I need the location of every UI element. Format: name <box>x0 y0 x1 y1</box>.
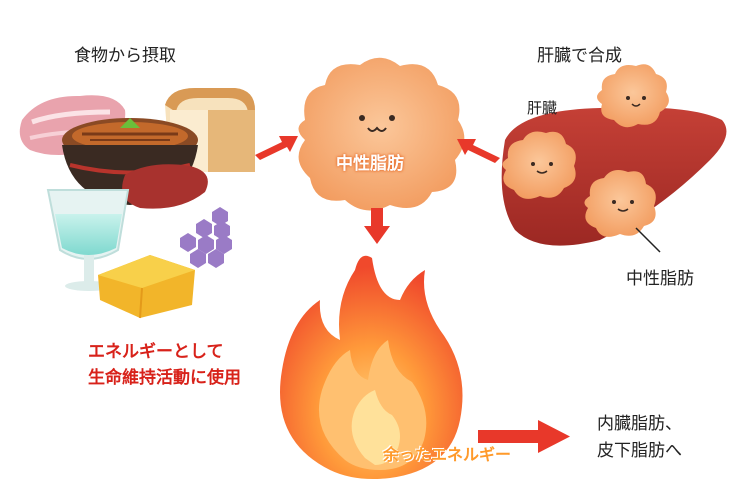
arrow-surplus-to-fat <box>478 420 570 453</box>
energy-use-label-line1: エネルギーとして <box>88 342 224 362</box>
arrow-liver-to-fat <box>457 139 500 163</box>
food-group <box>19 88 255 319</box>
neutral-fat-blob-liver-2 <box>502 131 576 199</box>
neutral-fat-blob-liver-1 <box>597 64 669 128</box>
destination-label-line1: 内臓脂肪、 <box>597 414 682 434</box>
neutral-fat-center-label: 中性脂肪 <box>336 154 404 174</box>
neutral-fat-blob-center <box>298 57 465 211</box>
liver-label: 肝臓 <box>527 99 558 117</box>
liver-synthesis-label: 肝臓で合成 <box>537 46 622 66</box>
arrow-fat-to-flame <box>364 208 390 244</box>
grapes-icon <box>180 207 232 268</box>
flame-icon <box>280 255 463 479</box>
neutral-fat-blob-liver-3 <box>584 170 656 237</box>
arrow-food-to-fat <box>255 136 298 160</box>
butter-icon <box>98 255 195 319</box>
destination-label-line2: 皮下脂肪へ <box>597 441 682 461</box>
surplus-energy-label: 余ったエネルギー <box>383 445 512 464</box>
neutral-fat-liver-label: 中性脂肪 <box>626 269 694 289</box>
neutral-fat-pointer-line <box>635 227 661 253</box>
food-intake-label: 食物から摂取 <box>74 46 176 66</box>
energy-use-label-line2: 生命維持活動に使用 <box>88 368 241 388</box>
sweet-potato-icon <box>122 164 208 209</box>
